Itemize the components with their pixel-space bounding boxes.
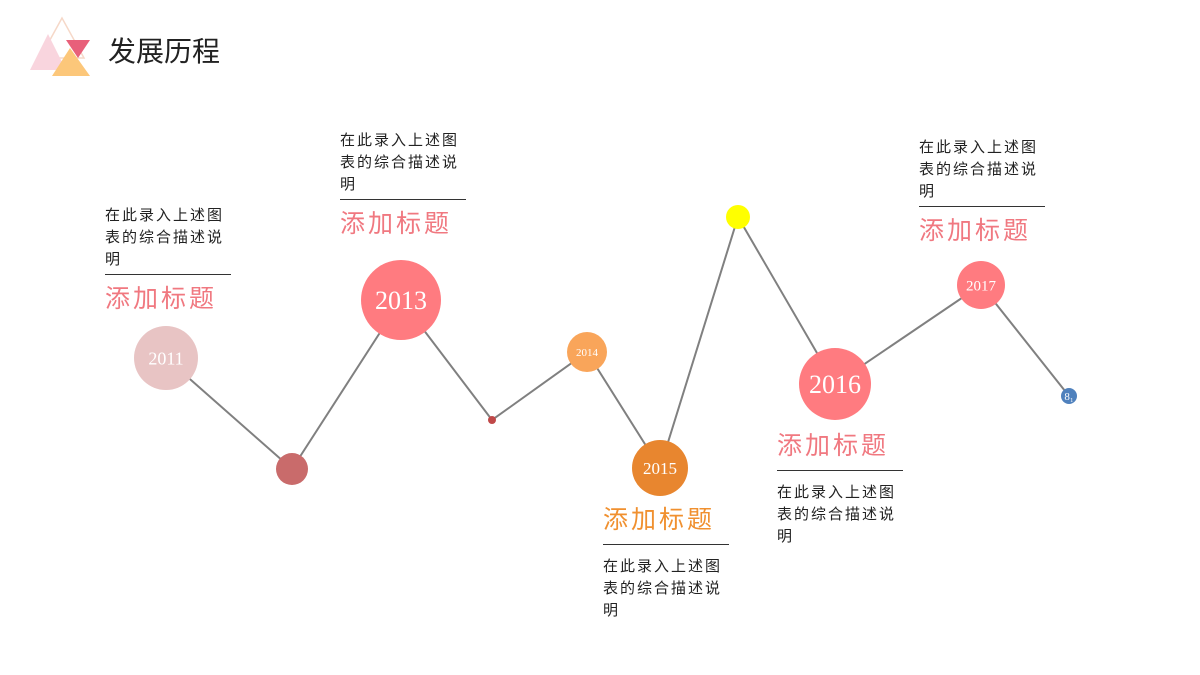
node-label: 2014 [576, 347, 599, 359]
milestone-heading: 添加标题 [777, 431, 890, 460]
node-label: 2013 [375, 286, 427, 315]
timeline-node [134, 326, 198, 390]
milestone-description: 在此录入上述图表的综合描述说明 [777, 483, 897, 545]
milestone-block: 添加标题在此录入上述图表的综合描述说明 [603, 500, 729, 621]
divider [340, 199, 466, 200]
milestone-heading: 添加标题 [919, 216, 1032, 245]
timeline-line [165, 214, 1070, 471]
milestone-description: 在此录入上述图表的综合描述说明 [340, 131, 460, 193]
timeline-node [726, 205, 750, 229]
timeline-node [799, 348, 871, 420]
milestone-heading: 添加标题 [105, 284, 218, 313]
timeline-node [632, 440, 688, 496]
milestone-description: 在此录入上述图表的综合描述说明 [105, 206, 225, 268]
divider [105, 274, 231, 275]
milestone-heading: 添加标题 [340, 209, 453, 238]
node-label: 2011 [148, 348, 183, 368]
node-label: 8₁ [1064, 391, 1074, 403]
node-label: 2016 [809, 370, 861, 399]
node-label: 2015 [643, 459, 677, 478]
divider [777, 470, 903, 471]
timeline-node [567, 332, 607, 372]
timeline-node [957, 261, 1005, 309]
timeline-node [361, 260, 441, 340]
milestone-block: 添加标题在此录入上述图表的综合描述说明 [777, 426, 903, 547]
divider [919, 206, 1045, 207]
logo-icon [30, 16, 90, 76]
divider [603, 544, 729, 545]
timeline-node [1061, 388, 1077, 404]
milestone-block: 在此录入上述图表的综合描述说明添加标题 [105, 204, 231, 319]
page-title: 发展历程 [108, 35, 221, 68]
milestone-block: 在此录入上述图表的综合描述说明添加标题 [919, 136, 1045, 251]
timeline-node [276, 453, 308, 485]
node-label: 2017 [966, 278, 997, 294]
milestone-heading: 添加标题 [603, 505, 716, 534]
milestone-block: 在此录入上述图表的综合描述说明添加标题 [340, 129, 466, 244]
milestone-description: 在此录入上述图表的综合描述说明 [603, 557, 723, 619]
timeline-node [488, 416, 496, 424]
milestone-description: 在此录入上述图表的综合描述说明 [919, 138, 1039, 200]
